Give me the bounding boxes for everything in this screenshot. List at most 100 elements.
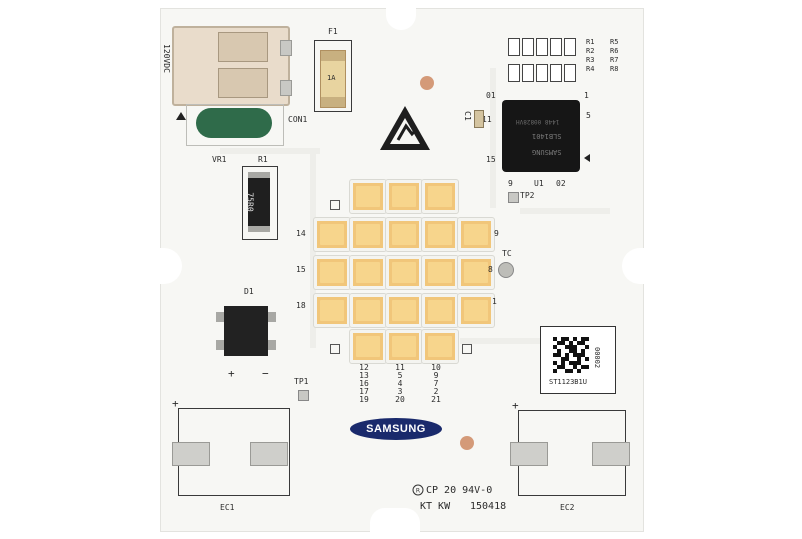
- ec1-pad-left: [172, 442, 210, 466]
- column-number: 17: [359, 387, 369, 396]
- varistor-label: VR1: [212, 155, 227, 164]
- resistor-label: R1: [258, 155, 268, 164]
- tc-pad: [498, 262, 514, 278]
- column-number: 20: [395, 395, 405, 404]
- ec2-label: EC2: [560, 503, 575, 512]
- fuse: 1A: [320, 50, 346, 108]
- ic-pin-label: 01: [486, 91, 496, 100]
- led: [350, 256, 386, 289]
- led: [314, 218, 350, 251]
- led: [314, 294, 350, 327]
- marker-square: [330, 200, 340, 210]
- fuse-outline: [314, 40, 352, 112]
- varistor: [196, 108, 272, 138]
- board-notch-top: [386, 8, 416, 30]
- ec1-plus: +: [172, 397, 179, 410]
- led: [350, 180, 386, 213]
- material-label: CP 20 94V-0: [426, 485, 493, 496]
- ic-pin-label: 5: [586, 111, 591, 120]
- led-row-label-left: 15: [296, 265, 306, 274]
- led: [422, 180, 458, 213]
- ec2-pad-right: [592, 442, 630, 466]
- column-number: 11: [395, 363, 405, 372]
- resistor-outline: [242, 166, 278, 240]
- resistor-bank-labels: R1 R2 R3 R4: [586, 38, 594, 74]
- led: [350, 294, 386, 327]
- ic-pin-label: 15: [486, 155, 496, 164]
- led-row-label-left: 18: [296, 301, 306, 310]
- brand-logo: SAMSUNG: [350, 418, 442, 440]
- tp2-pad: [508, 192, 519, 203]
- column-number: 3: [397, 387, 403, 396]
- ec1-pad-right: [250, 442, 288, 466]
- marker-square: [462, 344, 472, 354]
- led: [422, 294, 458, 327]
- ec2-plus: +: [512, 399, 519, 412]
- board-notch-bottom: [370, 508, 420, 532]
- led-row-label-right: 1: [492, 297, 497, 306]
- led: [422, 330, 458, 363]
- column-number: 13: [359, 371, 369, 380]
- column-number: 9: [433, 371, 439, 380]
- ic-marking-3: 1448 00828VH: [516, 118, 560, 125]
- tp1-label: TP1: [294, 377, 309, 386]
- led: [458, 294, 494, 327]
- resistor-bank-label: R6: [610, 47, 619, 55]
- tp2-label: TP2: [520, 191, 535, 200]
- led-row-label-right: 9: [494, 229, 499, 238]
- date-code: 150418: [470, 501, 507, 512]
- diode: [216, 306, 276, 356]
- led: [314, 256, 350, 289]
- qr-side-text: 00002: [593, 347, 601, 369]
- resistor-bank-label: R2: [586, 47, 595, 55]
- fuse-label: F1: [328, 27, 338, 36]
- cert-label: KT KW: [420, 501, 451, 512]
- resistor-marking: 75R0: [245, 192, 255, 212]
- qr-label-box: ST1123B1U 00002: [540, 326, 616, 394]
- resistor-bank-label: R7: [610, 56, 619, 64]
- capacitor: [474, 110, 484, 128]
- resistor-bank-label: R8: [610, 65, 619, 73]
- column-number: 21: [431, 395, 441, 404]
- ic-pin1-marker: [584, 154, 590, 162]
- ec2-pad-left: [510, 442, 548, 466]
- led: [386, 294, 422, 327]
- ec1-label: EC1: [220, 503, 235, 512]
- tc-label: TC: [502, 249, 512, 258]
- column-number: 4: [397, 379, 403, 388]
- led: [422, 256, 458, 289]
- led: [458, 218, 494, 251]
- led: [350, 330, 386, 363]
- led-column-numbers: 12 13 16 17 19 11 5 4 3 20 10 9 7 2 21: [358, 364, 458, 410]
- connector-label: CON1: [288, 115, 308, 124]
- resistor-bank-labels-b: R5 R6 R7 R8: [610, 38, 618, 74]
- led-array: [310, 176, 500, 363]
- svg-text:R: R: [416, 488, 420, 495]
- led-row-label-right: 8: [488, 265, 493, 274]
- ic-pin-label: 11: [482, 115, 492, 124]
- ic-label: U1: [534, 179, 544, 188]
- resistor-bank: [508, 38, 580, 84]
- connector: [172, 26, 290, 106]
- diode-plus: +: [228, 367, 235, 380]
- fuse-marking: 1A: [327, 74, 336, 82]
- ic-marking-2: SLB1401: [532, 132, 562, 140]
- column-number: 10: [431, 363, 441, 372]
- column-number: 2: [433, 387, 439, 396]
- led-row-label-left: 14: [296, 229, 306, 238]
- led: [386, 218, 422, 251]
- resistor-bank-label: R3: [586, 56, 595, 64]
- led: [422, 218, 458, 251]
- ic-pin-label: 1: [584, 91, 589, 100]
- copper-pad-top: [420, 76, 434, 90]
- led: [458, 256, 494, 289]
- resistor: 75R0: [245, 172, 270, 232]
- led: [350, 218, 386, 251]
- column-number: 19: [359, 395, 369, 404]
- qr-code-icon: [553, 337, 589, 373]
- tp1-pad: [298, 390, 309, 401]
- led: [386, 330, 422, 363]
- varistor-outline: [186, 104, 284, 146]
- ic-pin-label: 9: [508, 179, 513, 188]
- resistor-bank-label: R4: [586, 65, 595, 73]
